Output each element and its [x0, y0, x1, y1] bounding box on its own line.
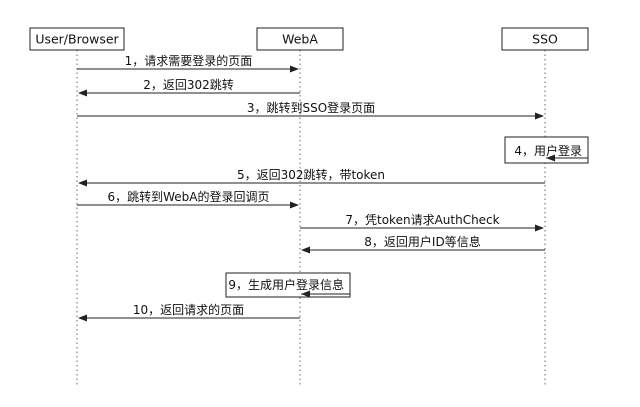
message-6: 6，跳转到WebA的登录回调页	[77, 189, 299, 209]
message-label: 1，请求需要登录的页面	[125, 53, 253, 68]
message-label: 4，用户登录	[514, 143, 582, 158]
participant-sso: SSO	[501, 27, 589, 51]
arrowhead	[535, 112, 544, 120]
message-label: 3，跳转到SSO登录页面	[247, 100, 375, 115]
self-message-box	[504, 136, 589, 164]
arrowhead	[301, 246, 310, 254]
message-label: 10，返回请求的页面	[133, 302, 244, 317]
message-7: 7，凭token请求AuthCheck	[300, 212, 544, 232]
message-2: 2，返回302跳转	[78, 77, 300, 97]
message-label: 7，凭token请求AuthCheck	[345, 212, 499, 227]
message-label: 5，返回302跳转，带token	[237, 167, 385, 182]
arrowhead	[301, 290, 310, 298]
participant-user: User/Browser	[29, 27, 125, 51]
self-message-box	[225, 272, 351, 298]
arrowhead	[78, 89, 87, 97]
arrowhead	[546, 154, 555, 162]
message-3: 3，跳转到SSO登录页面	[77, 100, 544, 120]
participant-weba: WebA	[256, 27, 344, 51]
participant-label: User/Browser	[35, 32, 119, 47]
message-label: 9，生成用户登录信息	[228, 277, 344, 292]
message-1: 1，请求需要登录的页面	[77, 53, 299, 73]
arrowhead	[78, 179, 87, 187]
arrowhead	[290, 201, 299, 209]
participant-box	[501, 27, 589, 51]
message-label: 2，返回302跳转	[143, 77, 234, 92]
participant-label: SSO	[532, 32, 558, 47]
message-label: 8，返回用户ID等信息	[364, 234, 480, 249]
message-8: 8，返回用户ID等信息	[301, 234, 545, 254]
message-label: 6，跳转到WebA的登录回调页	[107, 189, 269, 204]
participant-label: WebA	[282, 32, 318, 47]
arrowhead	[535, 224, 544, 232]
participant-box	[29, 27, 125, 51]
message-4: 4，用户登录	[504, 136, 589, 164]
arrowhead	[290, 65, 299, 73]
message-5: 5，返回302跳转，带token	[78, 167, 545, 187]
arrowhead	[78, 314, 87, 322]
message-9: 9，生成用户登录信息	[225, 272, 351, 298]
participant-box	[256, 27, 344, 51]
message-10: 10，返回请求的页面	[78, 302, 300, 322]
